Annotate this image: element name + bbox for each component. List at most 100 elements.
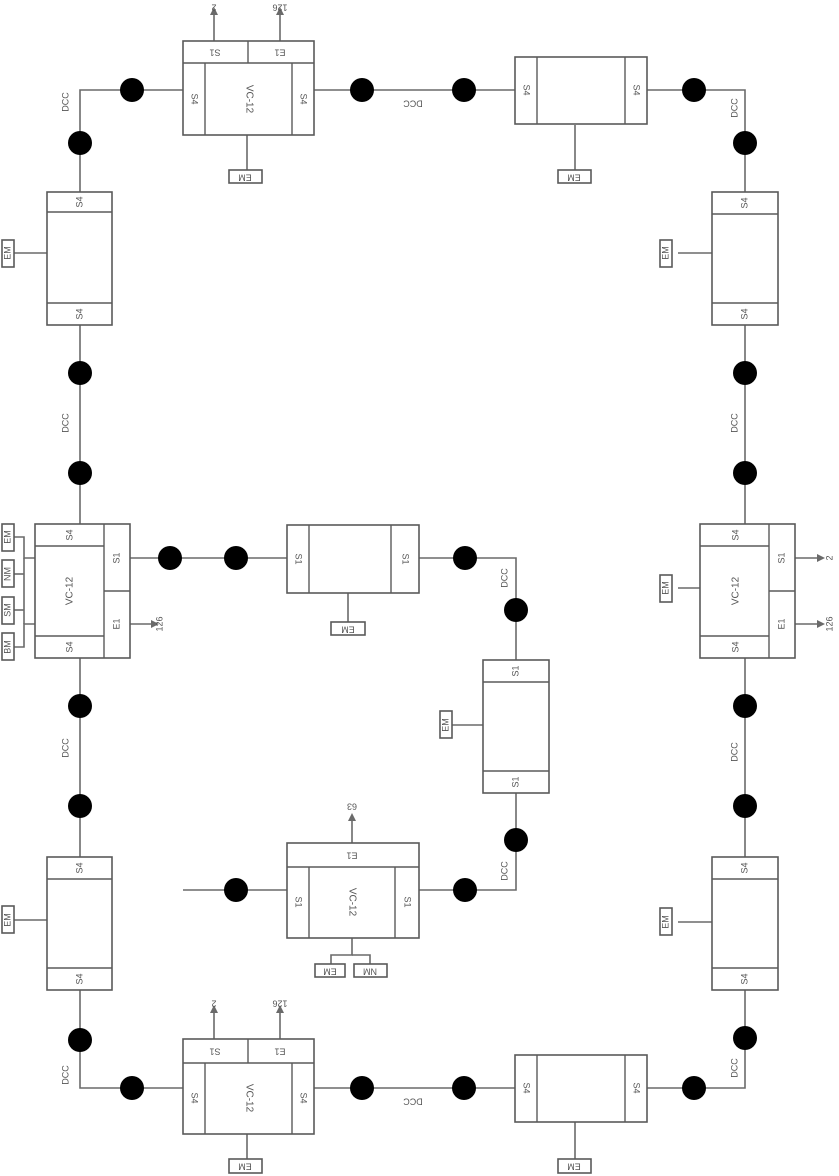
em-label: EM xyxy=(567,173,581,183)
port-label-s1: S1 xyxy=(403,896,413,907)
output-label-126: 126 xyxy=(272,3,287,13)
node-inner-right: S1 S1 xyxy=(482,659,550,794)
output-numbers: 126 2 126 2 126 2 126 63 xyxy=(154,3,834,1009)
port-label-s4: S4 xyxy=(632,1082,642,1093)
repeater-icon xyxy=(453,546,477,570)
node-right-upper: S4 S4 xyxy=(711,191,779,326)
dcc-label: DCC xyxy=(729,413,739,433)
node-right-vc12: S4 S4 VC-12 S1 E1 xyxy=(699,523,796,659)
dcc-label: DCC xyxy=(499,861,509,881)
repeater-icon xyxy=(733,794,757,818)
dcc-label: DCC xyxy=(403,1097,423,1107)
node-label-vc12: VC-12 xyxy=(243,1084,254,1113)
node-bottom-vc12: S1 E1 VC-12 S4 S4 xyxy=(182,1038,315,1135)
dcc-label: DCC xyxy=(60,413,70,433)
repeater-icon xyxy=(68,794,92,818)
dcc-label: DCC xyxy=(729,98,739,118)
port-label-s4: S4 xyxy=(299,1092,309,1103)
repeater-icon xyxy=(733,361,757,385)
nm-label: NM xyxy=(2,567,12,581)
em-label: EM xyxy=(2,246,12,260)
repeater-icon xyxy=(68,361,92,385)
output-label-2: 2 xyxy=(211,3,216,13)
repeater-icon xyxy=(504,598,528,622)
dcc-label: DCC xyxy=(60,92,70,112)
dcc-label: DCC xyxy=(729,742,739,762)
port-label-s1: S1 xyxy=(776,552,786,563)
port-label-s1: S1 xyxy=(510,776,520,787)
node-top-vc12: S1 E1 VC-12 S4 S4 xyxy=(182,40,315,136)
port-label-e1: E1 xyxy=(776,618,786,629)
repeater-icon xyxy=(504,828,528,852)
em-label: EM xyxy=(2,530,12,544)
repeater-icon xyxy=(452,1076,476,1100)
port-label-e1: E1 xyxy=(111,618,121,629)
em-label: EM xyxy=(660,246,670,260)
port-label-s4: S4 xyxy=(299,93,309,104)
output-label-2: 2 xyxy=(824,555,834,560)
repeater-icon xyxy=(350,78,374,102)
port-label-s4: S4 xyxy=(190,1092,200,1103)
port-label-s4: S4 xyxy=(522,1082,532,1093)
output-label-126: 126 xyxy=(272,999,287,1009)
management-boxes: EM EM EM NM SM BM EM EM EM EM EM EM EM E… xyxy=(1,169,673,1174)
dcc-label: DCC xyxy=(60,1065,70,1085)
dcc-label: DCC xyxy=(403,99,423,109)
port-label-s1: S1 xyxy=(209,1047,220,1057)
port-label-s4: S4 xyxy=(74,973,84,984)
repeater-icon xyxy=(158,546,182,570)
repeater-icon xyxy=(733,461,757,485)
node-label-vc12: VC-12 xyxy=(65,576,76,605)
port-label-s1: S1 xyxy=(294,553,304,564)
port-label-s4: S4 xyxy=(739,862,749,873)
repeater-icon xyxy=(68,694,92,718)
port-label-s1: S1 xyxy=(294,896,304,907)
port-label-s4: S4 xyxy=(64,641,74,652)
node-bottom-right: S4 S4 xyxy=(514,1054,648,1123)
port-label-s4: S4 xyxy=(74,862,84,873)
repeater-icon xyxy=(453,878,477,902)
repeater-icon xyxy=(68,1028,92,1052)
port-label-e1: E1 xyxy=(274,48,285,58)
repeater-icon xyxy=(682,1076,706,1100)
node-left-lower: S4 S4 xyxy=(46,856,113,991)
repeater-icon xyxy=(224,878,248,902)
em-label: EM xyxy=(238,173,252,183)
sm-label: SM xyxy=(2,603,12,617)
em-label: EM xyxy=(341,625,355,635)
repeater-icon xyxy=(350,1076,374,1100)
dcc-label: DCC xyxy=(499,568,509,588)
nm-label: NM xyxy=(363,967,377,977)
node-top-right: S4 S4 xyxy=(514,56,648,125)
em-label: EM xyxy=(660,581,670,595)
port-label-s4: S4 xyxy=(730,529,740,540)
node-inner-top: S1 S1 xyxy=(286,524,420,594)
port-label-s1: S1 xyxy=(510,665,520,676)
node-label-vc12: VC-12 xyxy=(731,576,742,605)
em-label: EM xyxy=(2,913,12,927)
repeater-icon xyxy=(733,694,757,718)
node-inner-vc12: E1 VC-12 S1 S1 xyxy=(286,842,420,939)
repeater-icon xyxy=(68,131,92,155)
repeater-icon xyxy=(733,1026,757,1050)
port-label-s4: S4 xyxy=(64,529,74,540)
node-right-lower: S4 S4 xyxy=(711,856,779,991)
port-label-e1: E1 xyxy=(346,851,357,861)
port-label-s4: S4 xyxy=(739,308,749,319)
dcc-label: DCC xyxy=(729,1058,739,1078)
em-label: EM xyxy=(323,967,337,977)
port-label-s4: S4 xyxy=(730,641,740,652)
output-label-2: 2 xyxy=(211,999,216,1009)
port-label-s4: S4 xyxy=(739,197,749,208)
em-label: EM xyxy=(567,1162,581,1172)
port-label-s4: S4 xyxy=(739,973,749,984)
port-label-s4: S4 xyxy=(522,84,532,95)
port-label-s4: S4 xyxy=(74,196,84,207)
port-label-s4: S4 xyxy=(74,308,84,319)
port-label-s1: S1 xyxy=(209,48,220,58)
em-label: EM xyxy=(660,915,670,929)
bm-label: BM xyxy=(2,640,12,654)
repeater-icon xyxy=(68,461,92,485)
dcc-label: DCC xyxy=(60,738,70,758)
